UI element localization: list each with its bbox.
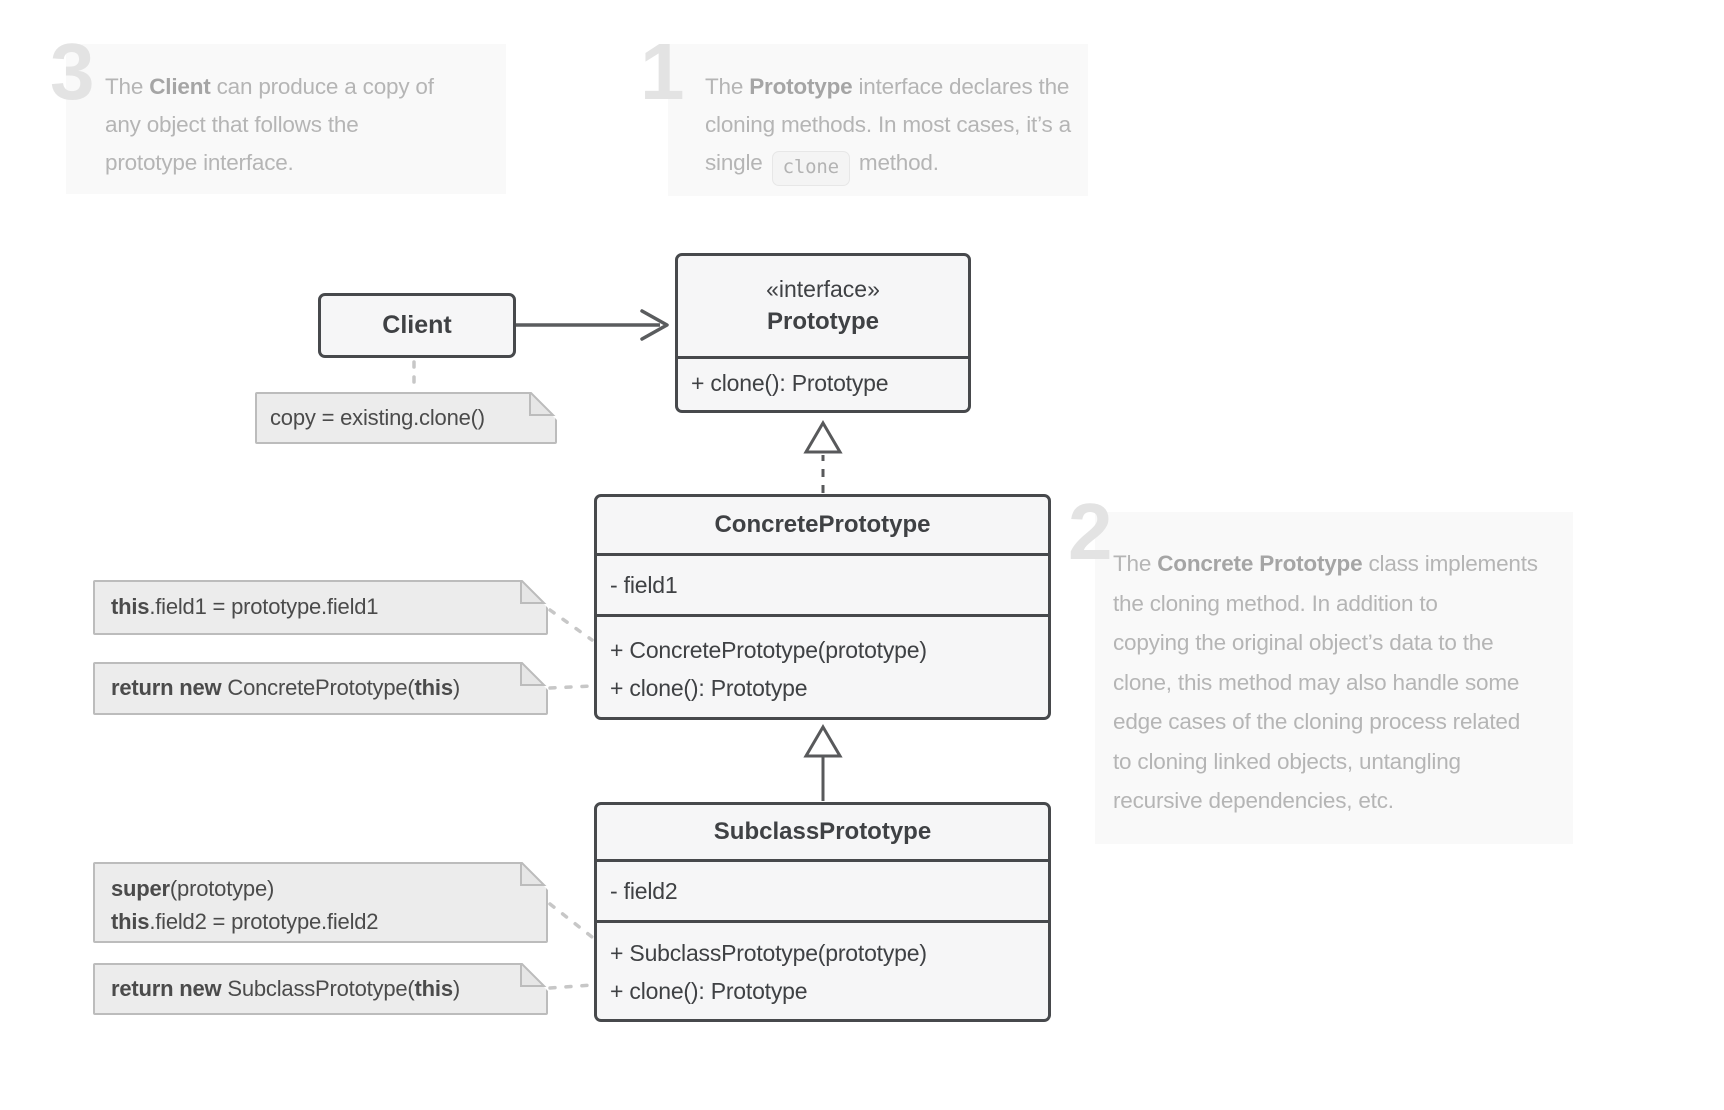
note-client-clone-call: copy = existing.clone() (255, 392, 557, 444)
note-client-clone-call-text: copy = existing.clone() (270, 405, 485, 430)
annotation-2-number: 2 (1068, 487, 1113, 576)
concrete-clone-note-connector (548, 684, 594, 690)
class-client: Client (318, 293, 516, 358)
subclass-method-clone: + clone(): Prototype (610, 978, 808, 1004)
note-fold-corner (529, 392, 557, 420)
note-subclass-constructor-body: super(prototype)this.field2 = prototype.… (93, 862, 548, 943)
generalization-hollow-triangle (803, 724, 843, 758)
field1-note-connector (548, 608, 594, 642)
note-fold-corner (520, 963, 548, 991)
annotation-3-number: 3 (50, 27, 95, 116)
subclass-constructor: + SubclassPrototype(prototype) (610, 940, 927, 966)
note-concrete-clone-text: return new ConcretePrototype(this) (111, 675, 460, 700)
note-concrete-clone-body: return new ConcretePrototype(this) (93, 662, 548, 715)
note-subclass-clone-text: return new SubclassPrototype(this) (111, 976, 460, 1001)
note-subclass-constructor-text: super(prototype)this.field2 = prototype.… (111, 876, 379, 934)
note-concrete-constructor-text: this.field1 = prototype.field1 (111, 594, 379, 619)
super-note-connector (548, 902, 594, 939)
class-concrete-prototype-name: ConcretePrototype (714, 511, 931, 538)
annotation-1-number: 1 (640, 27, 685, 116)
note-fold-corner (520, 580, 548, 608)
class-prototype-header: «interface» Prototype (678, 256, 968, 356)
note-concrete-constructor-body: this.field1 = prototype.field1 (93, 580, 548, 635)
class-prototype-name: Prototype (766, 308, 879, 335)
class-client-name: Client (382, 311, 452, 339)
concrete-field1: - field1 (610, 571, 678, 598)
subclass-field2: - field2 (610, 877, 678, 904)
note-fold-corner (520, 862, 548, 890)
client-prototype-open-arrowhead (640, 309, 669, 341)
realization-hollow-triangle (803, 420, 843, 454)
subclass-clone-note-connector (548, 983, 594, 990)
note-fold-corner (520, 662, 548, 690)
prototype-method-clone: + clone(): Prototype (691, 369, 889, 396)
class-concrete-prototype: ConcretePrototype - field1 + ConcretePro… (594, 494, 1051, 720)
note-subclass-clone-body: return new SubclassPrototype(this) (93, 963, 548, 1015)
concrete-method-clone: + clone(): Prototype (610, 675, 808, 701)
class-prototype-stereotype: «interface» (766, 276, 880, 302)
class-prototype-interface: «interface» Prototype + clone(): Prototy… (675, 253, 971, 413)
class-subclass-prototype: SubclassPrototype - field2 + SubclassPro… (594, 802, 1051, 1022)
class-subclass-prototype-name: SubclassPrototype (713, 818, 932, 845)
concrete-constructor: + ConcretePrototype(prototype) (610, 637, 927, 663)
